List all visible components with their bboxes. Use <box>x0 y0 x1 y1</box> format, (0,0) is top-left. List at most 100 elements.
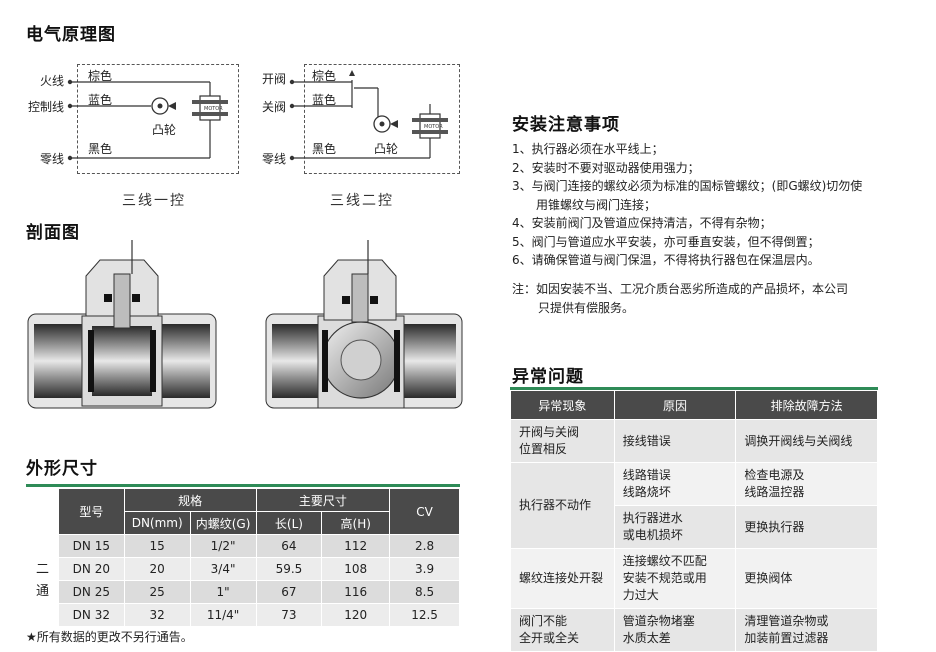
cell-height: 116 <box>321 580 391 604</box>
col-symptom: 异常现象 <box>510 390 615 420</box>
wire-color-blue: 蓝色 <box>312 93 337 107</box>
label-close-valve: 关阀 <box>262 100 287 114</box>
list-item: 用锥螺纹与阀门连接； <box>512 197 657 212</box>
dims-corner <box>26 511 59 535</box>
cell-cv: 2.8 <box>389 534 460 558</box>
cell-cv: 12.5 <box>389 603 460 627</box>
faults-title: 异常问题 <box>512 367 584 387</box>
label-control-wire: 控制线 <box>28 100 65 114</box>
dims-title: 外形尺寸 <box>26 459 98 479</box>
dims-corner <box>26 488 59 512</box>
label-neutral-wire: 零线 <box>262 152 287 166</box>
cell-fix: 更换阀体 <box>735 548 878 609</box>
section-title: 剖面图 <box>26 223 80 243</box>
motor-label: MOTOR <box>424 124 443 130</box>
side-label-two-way: 二 通 <box>26 534 59 627</box>
cell-model: DN 32 <box>57 603 125 627</box>
cell-dn: 15 <box>123 534 191 558</box>
wiring-lines: MOTOR <box>67 79 228 161</box>
cell-cause: 线路错误 线路烧坏 <box>613 462 737 506</box>
caption-three-wire-one-control: 三线一控 <box>122 193 186 209</box>
cam-label: 凸轮 <box>152 123 177 137</box>
cell-cause: 管道杂物堵塞 水质太差 <box>613 608 737 652</box>
note-line: 注：如因安装不当、工况介质台恶劣所造成的产品损坏，本公司 <box>512 282 849 296</box>
col-length: 长(L) <box>255 511 323 535</box>
cell-height: 112 <box>321 534 391 558</box>
install-title: 安装注意事项 <box>512 115 620 135</box>
table-row: DN 25 25 1" 67 116 8.5 <box>27 580 460 604</box>
cell-cause: 接线错误 <box>613 419 737 463</box>
wiring-title: 电气原理图 <box>26 25 116 45</box>
list-item: 6、请确保管道与阀门保温，不得将执行器包在保温层内。 <box>512 253 820 267</box>
cell-length: 73 <box>255 603 323 627</box>
install-notes-list: 1、执行器必须在水平线上； 2、安装时不要对驱动器使用强力； 3、与阀门连接的螺… <box>512 140 912 270</box>
table-row: 二 通 DN 15 15 1/2" 64 112 2.8 <box>26 534 460 627</box>
faults-accent-rule <box>510 387 878 390</box>
table-row: 开阀与关阀 位置相反 接线错误 调换开阀线与关阀线 <box>510 419 878 463</box>
wiring-box <box>304 64 460 174</box>
cell-length: 59.5 <box>255 557 323 581</box>
cell-model: DN 15 <box>57 534 125 558</box>
col-fix: 排除故障方法 <box>735 390 878 420</box>
dims-footnote: ★所有数据的更改不另行通告。 <box>26 630 193 644</box>
cell-length: 67 <box>255 580 323 604</box>
two-way-valve-section <box>27 240 217 409</box>
col-height: 高(H) <box>321 511 391 535</box>
col-cv: CV <box>389 488 460 535</box>
col-main-dims: 主要尺寸 <box>255 488 391 512</box>
wire-color-brown: 棕色 <box>88 69 113 83</box>
valve-cross-section-illustration <box>27 240 463 409</box>
label-live-wire: 火线 <box>40 74 65 88</box>
wiring-box <box>77 64 239 174</box>
dims-accent-rule <box>26 484 460 487</box>
cell-dn: 32 <box>123 603 191 627</box>
cell-dn: 20 <box>123 557 191 581</box>
motor-label: MOTOR <box>204 106 223 112</box>
list-item: 4、安装前阀门及管道应保持清洁，不得有杂物； <box>512 216 772 230</box>
wire-color-blue: 蓝色 <box>88 93 113 107</box>
cell-fix: 更换执行器 <box>735 505 878 549</box>
list-item: 1、执行器必须在水平线上； <box>512 142 664 156</box>
wiring-lines: MOTOR <box>289 70 448 161</box>
table-row: 执行器进水 或电机损坏 更换执行器 <box>511 505 878 549</box>
table-row: 螺纹连接处开裂 连接螺纹不匹配 安装不规范或用 力过大 更换阀体 <box>510 548 878 609</box>
wire-color-black: 黑色 <box>312 142 337 156</box>
wiring-diagram-three-wire-two-control: 开阀 关阀 零线 棕色 蓝色 黑色 凸轮 MOTOR 三线二控 <box>258 58 478 209</box>
cell-symptom: 开阀与关阀 位置相反 <box>510 419 615 463</box>
cell-symptom: 阀门不能 全开或全关 <box>510 608 615 652</box>
cell-cv: 8.5 <box>389 580 460 604</box>
cell-fix: 检查电源及 线路温控器 <box>735 462 878 506</box>
wire-color-brown: 棕色 <box>312 69 337 83</box>
dimensions-table: 型号 规格 主要尺寸 CV DN(mm) 内螺纹(G) 长(L) 高(H) 二 … <box>26 488 460 627</box>
cell-fix: 调换开阀线与关阀线 <box>735 419 878 463</box>
note-line: 只提供有偿服务。 <box>538 300 635 315</box>
col-dn: DN(mm) <box>123 511 191 535</box>
col-thread: 内螺纹(G) <box>189 511 257 535</box>
cell-cause: 连接螺纹不匹配 安装不规范或用 力过大 <box>613 548 737 609</box>
list-item: 5、阀门与管道应水平安装，亦可垂直安装，但不得倒置； <box>512 234 820 249</box>
label-neutral-wire: 零线 <box>40 152 65 166</box>
cell-cause: 执行器进水 或电机损坏 <box>613 505 737 549</box>
table-row: DN 32 32 11/4" 73 120 12.5 <box>27 603 460 627</box>
cell-dn: 25 <box>123 580 191 604</box>
cell-thread: 11/4" <box>189 603 257 627</box>
list-item: 2、安装时不要对驱动器使用强力； <box>512 160 700 175</box>
cell-model: DN 25 <box>57 580 125 604</box>
table-row: DN 20 20 3/4" 59.5 108 3.9 <box>27 557 460 581</box>
cell-fix: 清理管道杂物或 加装前置过滤器 <box>735 608 878 652</box>
list-item: 3、与阀门连接的螺纹必须为标准的国标管螺纹；(即G螺纹)切勿使 <box>512 179 863 193</box>
cell-cv: 3.9 <box>389 557 460 581</box>
label-open-valve: 开阀 <box>262 72 287 86</box>
cell-height: 108 <box>321 557 391 581</box>
col-cause: 原因 <box>613 390 737 420</box>
cell-height: 120 <box>321 603 391 627</box>
table-row: 执行器不动作 线路错误 线路烧坏 检查电源及 线路温控器 <box>510 462 878 549</box>
cell-thread: 1/2" <box>189 534 257 558</box>
cell-length: 64 <box>255 534 323 558</box>
caption-three-wire-two-control: 三线二控 <box>330 193 394 209</box>
wire-color-black: 黑色 <box>88 142 113 156</box>
cell-thread: 3/4" <box>189 557 257 581</box>
cell-symptom: 螺纹连接处开裂 <box>510 548 615 609</box>
cell-thread: 1" <box>189 580 257 604</box>
faults-table: 异常现象 原因 排除故障方法 开阀与关阀 位置相反 接线错误 调换开阀线与关阀线… <box>510 390 878 652</box>
